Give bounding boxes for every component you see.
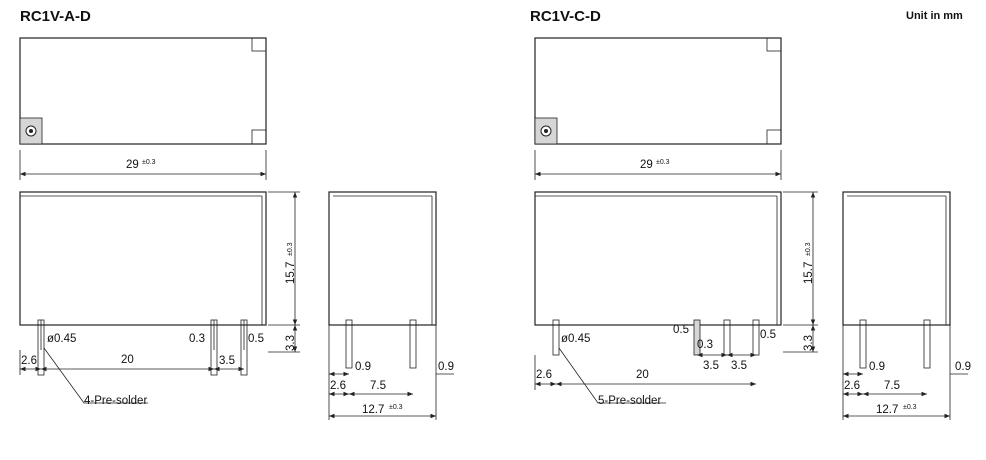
right-pin-w-a: 0.5 <box>673 324 689 336</box>
right-side-view: 0.9 0.9 2.6 7.5 12.7 ±0.3 <box>842 191 971 420</box>
right-height-tol: ±0.3 <box>805 242 812 256</box>
right-front-view <box>534 191 782 356</box>
left-side-view: 0.9 0.9 2.6 7.5 12.7 ±0.3 <box>328 191 454 420</box>
left-offset: 2.6 <box>21 355 37 367</box>
left-height-dim: 15.7 ±0.3 3.3 <box>268 191 300 353</box>
right-side-width: 12.7 <box>876 404 898 416</box>
unit-label: Unit in mm <box>906 10 963 22</box>
left-pitch-main: 20 <box>121 354 134 366</box>
right-pre-solder: 5-Pre-solder <box>598 395 661 407</box>
right-side-pin-w-right: 0.9 <box>955 361 971 373</box>
right-pin-w-b: 0.3 <box>697 339 713 351</box>
right-side-pin-1 <box>859 319 867 369</box>
right-pitch-a: 3.5 <box>703 360 719 372</box>
right-pin-length-text: 3.3 <box>803 335 815 351</box>
left-side-pitch: 7.5 <box>370 380 386 392</box>
left-side-width: 12.7 <box>362 404 384 416</box>
left-pre-solder: 4-Pre-solder <box>84 395 147 407</box>
right-pin-dia: ø0.45 <box>561 333 590 345</box>
right-pin-1 <box>552 319 560 356</box>
left-length-dim: 29 ±0.3 <box>19 150 267 180</box>
right-length-dim: 29 ±0.3 <box>534 150 782 180</box>
left-length-tol: ±0.3 <box>142 159 156 166</box>
right-side-pin-2 <box>923 319 931 369</box>
left-pin-width-right: 0.5 <box>248 333 264 345</box>
left-pin-width: 0.3 <box>189 333 205 345</box>
left-height-text: 15.7 <box>285 262 297 284</box>
left-side-width-tol: ±0.3 <box>389 404 403 411</box>
right-title: RC1V-C-D <box>530 8 601 25</box>
right-pin-width-right: 0.5 <box>760 329 776 341</box>
left-side-pin-w: 0.9 <box>355 361 371 373</box>
left-length-text: 29 <box>126 159 139 171</box>
right-pin-dims: ø0.45 0.5 0.3 0.5 3.5 3.5 2.6 20 5-Pre-s… <box>534 324 776 407</box>
left-pitch-side: 3.5 <box>219 355 235 367</box>
right-length-text: 29 <box>640 159 653 171</box>
right-drawing: RC1V-C-D 29 ±0.3 <box>530 8 971 420</box>
left-side-pin-w-right: 0.9 <box>438 361 454 373</box>
right-side-pitch: 7.5 <box>884 380 900 392</box>
right-side-pin-w: 0.9 <box>869 361 885 373</box>
right-side-width-tol: ±0.3 <box>903 404 917 411</box>
right-side-offset: 2.6 <box>844 380 860 392</box>
right-height-dim: 15.7 ±0.3 3.3 <box>783 191 818 353</box>
left-pin-dims: ø0.45 0.3 0.5 2.6 20 3.5 4-Pre-solder <box>19 333 264 407</box>
right-pitch-main: 20 <box>636 369 649 381</box>
right-height-text: 15.7 <box>803 262 815 284</box>
left-height-tol: ±0.3 <box>287 242 294 256</box>
right-length-tol: ±0.3 <box>656 159 670 166</box>
left-drawing: RC1V-A-D 29 ±0.3 <box>19 8 454 420</box>
right-offset: 2.6 <box>536 369 552 381</box>
right-pitch-b: 3.5 <box>731 360 747 372</box>
left-side-pin-2 <box>409 319 417 369</box>
right-top-view <box>534 37 782 145</box>
left-title: RC1V-A-D <box>20 8 91 25</box>
left-side-offset: 2.6 <box>330 380 346 392</box>
left-front-view <box>19 191 267 376</box>
left-side-pin-1 <box>345 319 353 369</box>
left-pin-dia: ø0.45 <box>47 333 76 345</box>
left-top-view <box>19 37 267 145</box>
left-pin-length-text: 3.3 <box>285 335 297 351</box>
